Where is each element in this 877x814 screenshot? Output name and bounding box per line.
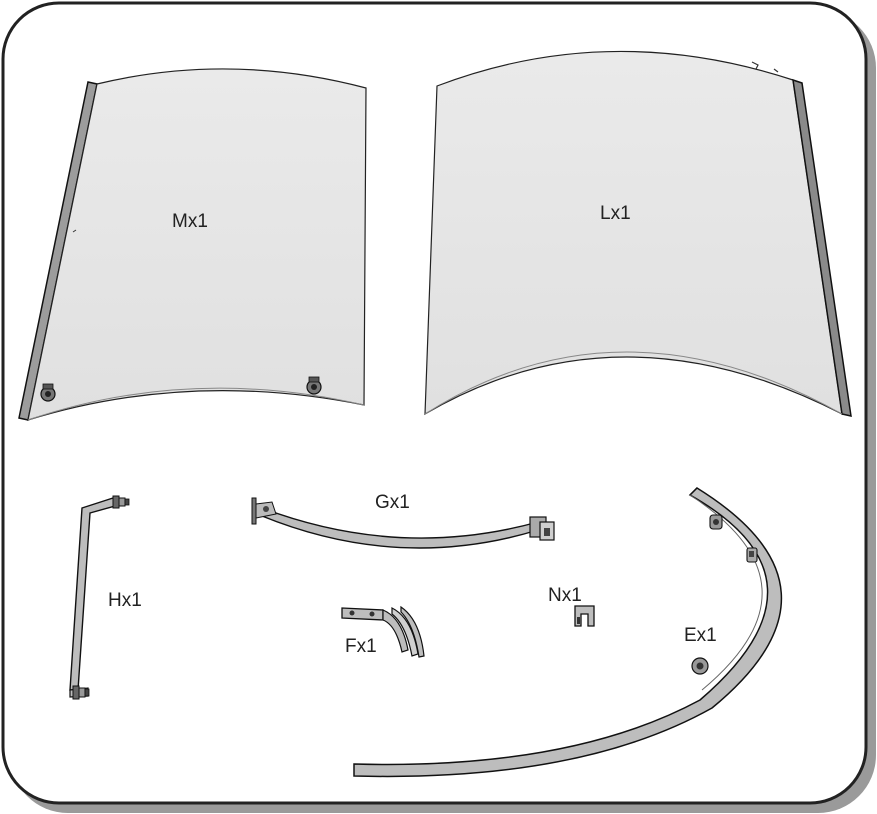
panel-l-edge-strip <box>792 78 852 417</box>
part-h-bar: Hx1 <box>69 495 142 700</box>
part-e-guide-middle <box>746 547 758 563</box>
part-h-top-knob <box>112 495 130 509</box>
part-e-guide-top <box>709 514 723 530</box>
part-g-arc-bar: Gx1 <box>251 492 555 549</box>
part-n-clip: Nx1 <box>548 585 595 627</box>
part-g-right-clamp <box>529 516 555 541</box>
part-f-label: Fx1 <box>345 636 377 657</box>
part-f-bracket: Fx1 <box>341 605 425 658</box>
part-e-curved-track: Ex1 <box>353 487 783 778</box>
part-h-bottom-knob <box>72 685 90 700</box>
part-e-guide-bottom <box>691 657 709 675</box>
part-h-label: Hx1 <box>108 590 142 611</box>
part-g-left-bracket <box>251 497 277 525</box>
panel-m-bottom-edge <box>27 387 365 421</box>
part-g-label: Gx1 <box>375 492 410 513</box>
panel-l-notch <box>751 61 779 73</box>
panel-m-knob-right <box>306 376 322 395</box>
panel-m-knob-left <box>40 383 56 402</box>
glass-panel-m: Mx1 <box>18 68 367 421</box>
panel-l-bottom-edge <box>424 351 843 415</box>
panel-l-label: Lx1 <box>600 203 631 224</box>
glass-panel-l: Lx1 <box>424 50 852 417</box>
panel-m-label: Mx1 <box>172 211 208 232</box>
panel-m-mark <box>72 229 77 233</box>
part-n-label: Nx1 <box>548 585 582 606</box>
part-e-label: Ex1 <box>684 625 717 646</box>
